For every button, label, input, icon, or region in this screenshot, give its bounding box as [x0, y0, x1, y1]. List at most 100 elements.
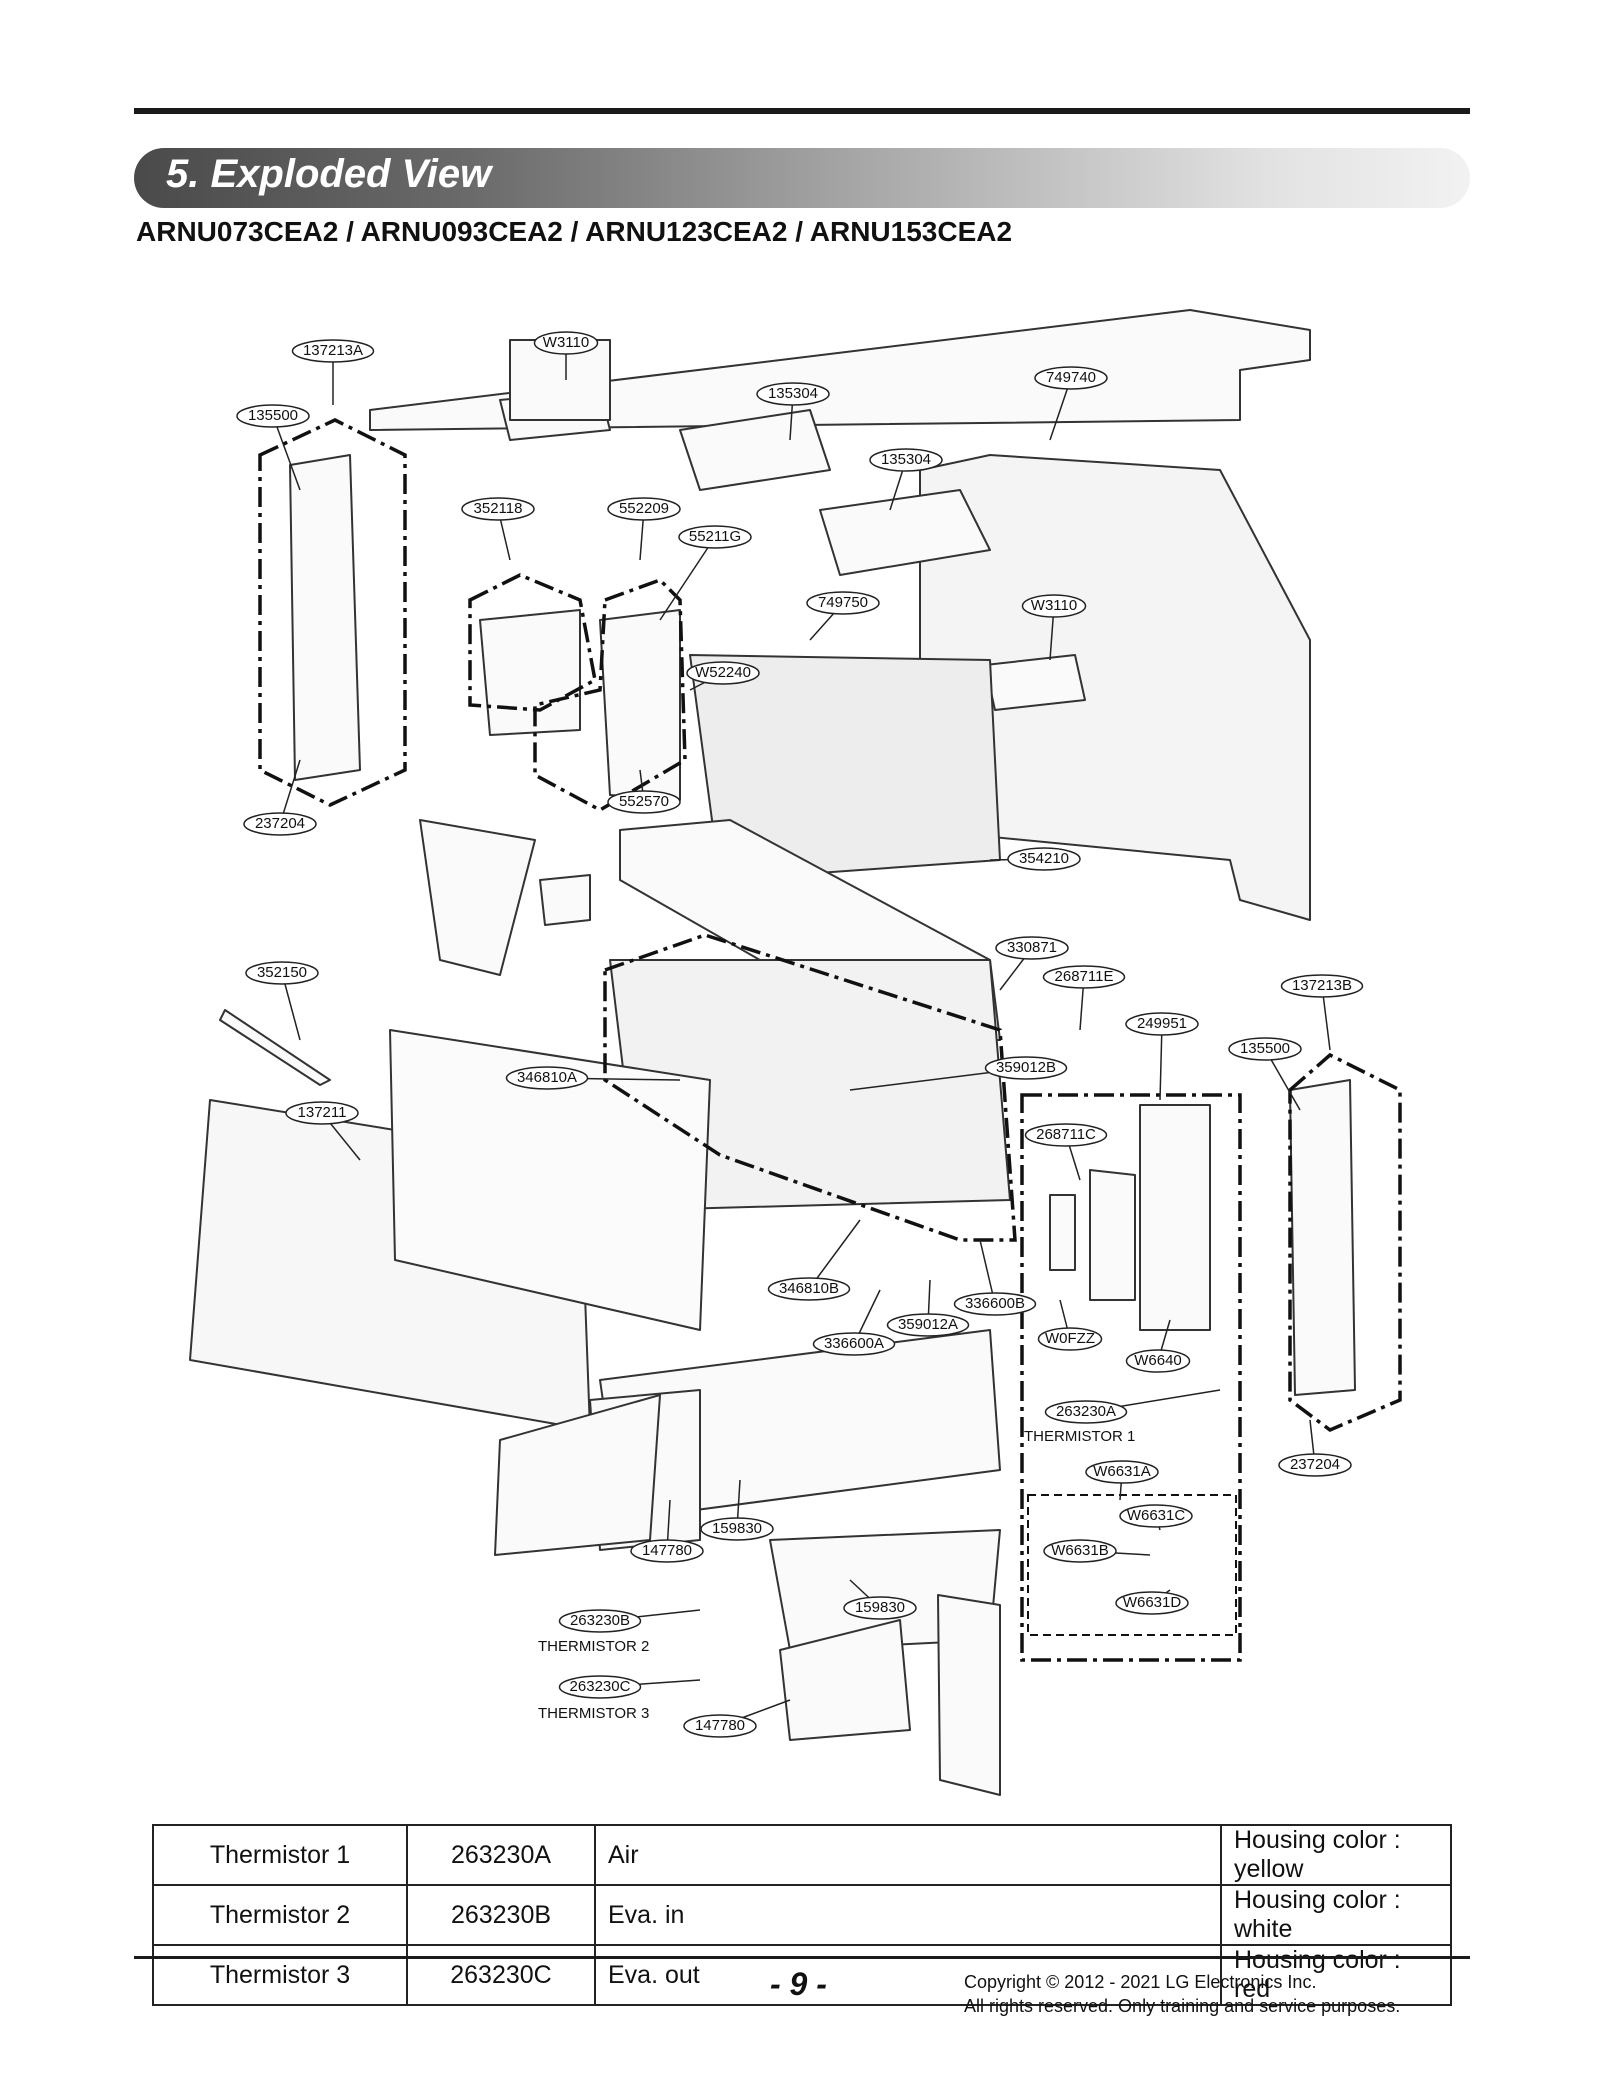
part-callout-label: 552209	[618, 500, 670, 517]
part-callout-label: 268711C	[1036, 1126, 1096, 1143]
section-banner: 5. Exploded View	[134, 148, 1470, 208]
part-callout-oval	[1125, 1012, 1199, 1036]
part-callout-label: 137211	[297, 1104, 347, 1121]
model-list: ARNU073CEA2 / ARNU093CEA2 / ARNU123CEA2 …	[136, 216, 1013, 247]
part-callout-oval	[558, 1609, 642, 1633]
copyright-line-2: All rights reserved. Only training and s…	[964, 1996, 1401, 2016]
thermistor-caption: THERMISTOR 1	[1024, 1428, 1136, 1445]
part-callout-label: 137213B	[1291, 977, 1353, 994]
part-callout-label: 330871	[1006, 939, 1058, 956]
part-callout-label: W3110	[1030, 597, 1078, 614]
copyright-line-1: Copyright © 2012 - 2021 LG Electronics I…	[964, 1972, 1317, 1992]
pipe-assembly	[479, 609, 581, 736]
part-callout-label: W52240	[695, 664, 751, 681]
part-callout-label: 354210	[1018, 850, 1070, 867]
part-callout-label: W6631C	[1126, 1507, 1186, 1524]
part-callout-oval	[1085, 1460, 1159, 1484]
group-right-filter	[1288, 1052, 1402, 1433]
part-callout-oval	[886, 1313, 970, 1337]
part-callout-label: 147780	[641, 1542, 693, 1559]
drain-pan-right	[984, 654, 1086, 711]
part-callout-oval	[505, 1066, 589, 1090]
copyright: Copyright © 2012 - 2021 LG Electronics I…	[964, 1970, 1400, 2018]
part-callout-oval	[245, 961, 319, 985]
part-callout-label: 263230A	[1055, 1403, 1117, 1420]
part-callout-oval	[756, 382, 830, 406]
group-control-box	[1020, 1093, 1242, 1662]
part-callout-label: 55211G	[688, 528, 742, 545]
part-callout-label: 749740	[1045, 369, 1097, 386]
part-callout-oval	[1125, 1349, 1191, 1373]
side-cover	[937, 1594, 1001, 1796]
part-callout-label: 159830	[711, 1520, 763, 1537]
table-cell-code: 263230C	[406, 1944, 596, 2006]
right-side-filter	[1289, 1079, 1356, 1396]
part-callout-label: W6631A	[1093, 1463, 1151, 1480]
cabinet-body	[919, 454, 1311, 921]
part-callout-label: 159830	[854, 1599, 906, 1616]
part-callout-oval	[243, 812, 317, 836]
part-callout-oval	[953, 1292, 1037, 1316]
part-callout-oval	[700, 1517, 774, 1541]
pcb-board	[1049, 1194, 1076, 1271]
part-callout-label: 352118	[473, 500, 523, 517]
part-callout-oval	[1037, 1327, 1103, 1351]
bottom-rule	[134, 1956, 1470, 1959]
part-callout-oval	[1042, 965, 1126, 989]
section-title: 5. Exploded View	[166, 152, 492, 196]
drain-cup	[494, 1394, 661, 1556]
part-callout-oval	[1044, 1400, 1128, 1424]
part-callout-label: W6631B	[1051, 1542, 1109, 1559]
part-callout-label: 237204	[1289, 1456, 1341, 1473]
table-cell-code: 263230B	[406, 1884, 596, 1946]
part-callout-label: 336600B	[964, 1295, 1026, 1312]
leader-line	[272, 415, 301, 491]
grille-lower	[819, 489, 991, 576]
part-callout-label: W3110	[542, 334, 590, 351]
part-callout-oval	[1228, 1037, 1302, 1061]
part-callout-oval	[607, 497, 681, 521]
part-callout-label: 359012A	[897, 1316, 959, 1333]
table-cell-housing: Housing color : red	[1220, 1944, 1452, 2006]
electric-box-cover	[1139, 1104, 1211, 1331]
part-callout-label: 359012B	[995, 1059, 1057, 1076]
drain-pan-side	[779, 1619, 911, 1741]
part-callout-label: 268711E	[1054, 968, 1114, 985]
part-callout-label: 135500	[247, 407, 299, 424]
part-callout-label: 135500	[1239, 1040, 1291, 1057]
table-cell-location: Eva. out	[594, 1944, 1222, 2006]
part-callout-oval	[812, 1332, 896, 1356]
group-blower	[603, 933, 1017, 1242]
part-callout-label: 346810B	[778, 1280, 840, 1297]
part-callout-label: 237204	[254, 815, 306, 832]
part-callout-label: 352150	[256, 964, 308, 981]
part-callout-oval	[869, 448, 943, 472]
part-callout-label: 263230B	[569, 1612, 631, 1629]
part-callout-label: 336600A	[823, 1335, 885, 1352]
part-callout-oval	[291, 339, 375, 363]
part-callout-label: 135304	[880, 451, 932, 468]
top-rule	[134, 108, 1470, 114]
group-harness	[1027, 1494, 1237, 1636]
part-callout-oval	[1021, 594, 1087, 618]
thermistor-caption: THERMISTOR 3	[538, 1705, 650, 1722]
part-callout-oval	[767, 1277, 851, 1301]
part-callout-oval	[1007, 847, 1081, 871]
part-callout-oval	[806, 591, 880, 615]
table-cell-name: Thermistor 2	[152, 1884, 408, 1946]
part-callout-label: 552570	[618, 793, 670, 810]
part-callout-label: 137213A	[302, 342, 364, 359]
part-callout-oval	[607, 790, 681, 814]
part-callout-oval	[1278, 1453, 1352, 1477]
part-callout-oval	[461, 497, 535, 521]
left-side-filter	[289, 454, 361, 781]
part-callout-oval	[1280, 974, 1364, 998]
bracket	[539, 874, 591, 926]
part-callout-label: W6640	[1134, 1352, 1182, 1369]
part-callout-oval	[236, 404, 310, 428]
part-callout-oval	[533, 331, 599, 355]
table-cell-location: Air	[594, 1824, 1222, 1886]
